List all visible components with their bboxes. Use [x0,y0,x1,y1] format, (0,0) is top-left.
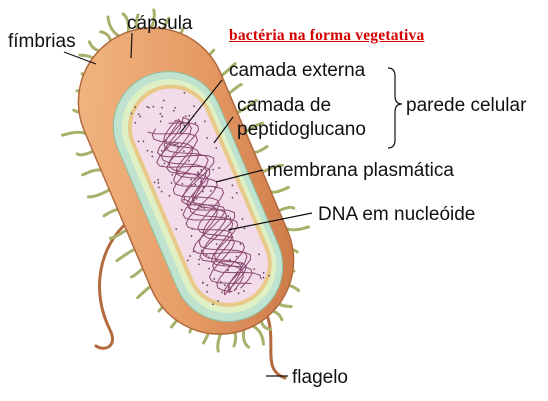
label-dna: DNA em nucleóide [318,204,476,225]
label-camada-externa: camada externa [229,60,366,81]
label-flagelo: flagelo [292,367,348,388]
diagram-title: bactéria na forma vegetativa [229,27,425,44]
label-capsula: cápsula [127,13,193,34]
label-camada-de: camada de [237,95,332,116]
label-membrana-plasmatica: membrana plasmática [267,160,454,181]
label-parede-celular: parede celular [406,95,527,116]
label-peptidoglucano: peptidoglucano [237,119,366,140]
label-fimbrias: fímbrias [8,31,76,52]
dna-nucleoid [147,116,262,296]
flagellum-lower [266,316,287,380]
